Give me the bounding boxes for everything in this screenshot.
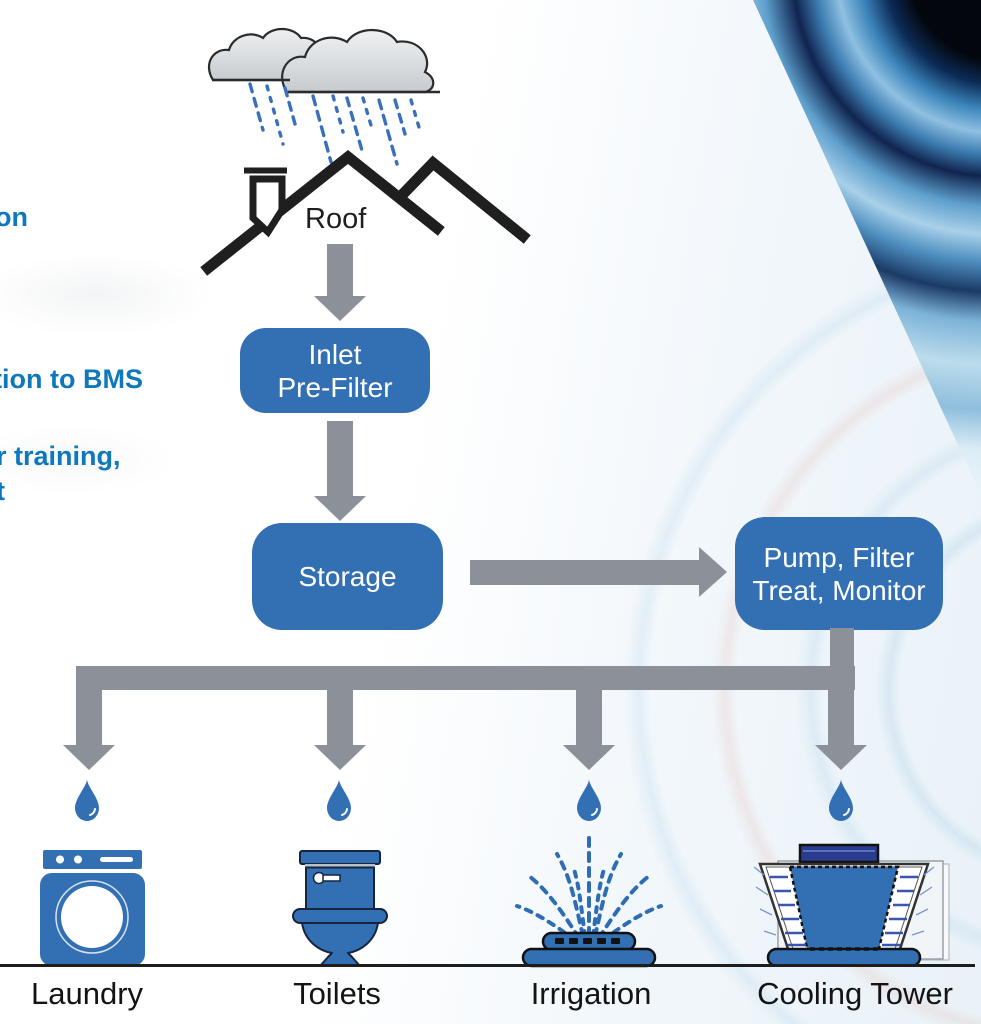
arrow-storage-to-pump-head <box>699 547 727 597</box>
water-swirl-photo <box>753 0 981 495</box>
side-note-fragment: tion to BMS <box>0 364 143 394</box>
arrow-storage-to-pump <box>470 560 700 585</box>
roof-label: Roof <box>305 203 367 235</box>
branch-arrow-laundry-head <box>63 745 115 770</box>
branch-arrow-cooling-tower <box>828 688 854 745</box>
ground-line <box>0 964 975 967</box>
side-note-fragment: r training, <box>0 441 121 471</box>
node-inlet-line1: Inlet <box>308 338 362 370</box>
sprinkler-icon <box>515 834 663 968</box>
node-storage-label: Storage <box>298 561 397 592</box>
cooling-tower-icon <box>753 843 950 967</box>
water-drop-icon <box>327 779 351 821</box>
branch-arrow-irrigation <box>576 688 602 745</box>
node-inlet-pre-filter: Inlet Pre-Filter <box>240 328 430 413</box>
roof-icon <box>200 149 531 276</box>
branch-arrow-cooling-tower-head <box>815 745 867 770</box>
toilet-icon <box>292 850 388 966</box>
arrow-roof-to-inlet-head <box>314 296 366 321</box>
washing-machine-icon <box>40 850 145 966</box>
rain-cloud-icon <box>207 27 440 166</box>
water-drop-icon <box>829 779 853 821</box>
arrow-roof-to-inlet <box>327 244 353 297</box>
node-pump-filter-treat-monitor: Pump, Filter Treat, Monitor <box>735 517 943 630</box>
node-pump-line2: Treat, Monitor <box>752 574 926 606</box>
node-storage: Storage <box>252 523 443 630</box>
arrow-inlet-to-storage-head <box>314 496 366 521</box>
pump-down-connector <box>830 628 854 668</box>
destination-label-laundry: Laundry <box>30 976 144 1011</box>
destination-label-irrigation: Irrigation <box>530 976 652 1011</box>
branch-arrow-toilets-head <box>314 745 366 770</box>
branch-arrow-toilets <box>327 688 353 745</box>
side-note-fragment: on <box>0 202 28 232</box>
destination-label-cooling-tower: Cooling Tower <box>757 976 953 1011</box>
side-note-fragment: t <box>0 476 5 506</box>
water-drop-icon <box>75 779 99 821</box>
branch-arrow-laundry <box>76 688 102 745</box>
node-inlet-line2: Pre-Filter <box>277 371 393 403</box>
water-drop-icon <box>577 779 601 821</box>
node-pump-line1: Pump, Filter <box>763 541 915 573</box>
arrow-inlet-to-storage <box>327 421 353 497</box>
distribution-bar <box>76 666 855 690</box>
destination-label-toilets: Toilets <box>293 976 381 1011</box>
branch-arrow-irrigation-head <box>563 745 615 770</box>
